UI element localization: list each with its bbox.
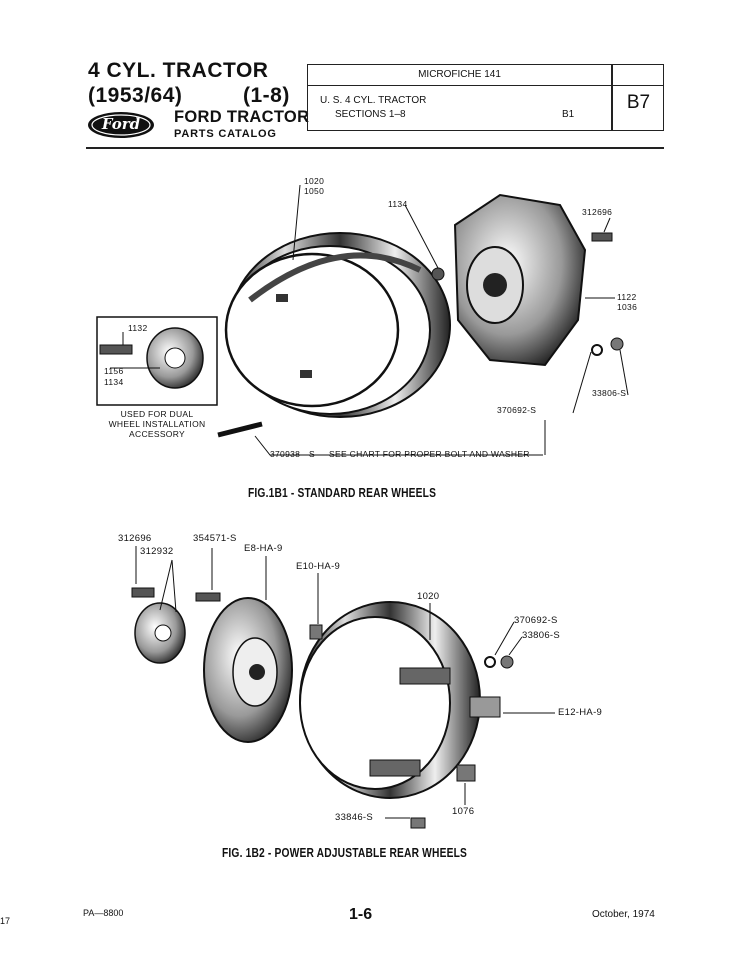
callout-e8-ha-9: E8-HA-9 xyxy=(244,543,283,554)
callout-312696-fig2: 312696 xyxy=(118,533,152,544)
header-info-box: MICROFICHE 141 U. S. 4 CYL. TRACTOR SECT… xyxy=(307,64,664,131)
dual-wheel-inset-box xyxy=(96,316,218,406)
nut-33806-fig2-drawing xyxy=(500,655,514,669)
ford-logo-icon: Ford xyxy=(86,110,156,140)
figure-1-caption: FIG.1B1 - STANDARD REAR WHEELS xyxy=(248,486,437,500)
stud-1132-drawing xyxy=(99,344,133,355)
callout-1036: 1036 xyxy=(617,302,638,312)
inset-note-line-1: USED FOR DUAL xyxy=(120,409,194,419)
adjustable-rim-drawing xyxy=(299,601,481,799)
nut-33806-drawing xyxy=(610,337,624,351)
ford-logo-text: Ford xyxy=(101,115,141,133)
inset-note-line-2: WHEEL INSTALLATION xyxy=(108,419,206,429)
publication-date: October, 1974 xyxy=(592,909,655,920)
callout-370692-s: 370692-S xyxy=(497,405,537,415)
callout-312932: 312932 xyxy=(140,546,174,557)
clamp-e12-drawing xyxy=(469,696,501,718)
nut-1134-drawing xyxy=(431,267,445,281)
standard-rim-drawing xyxy=(224,232,451,418)
hub-drawing xyxy=(134,602,186,664)
callout-370692-s-fig2: 370692-S xyxy=(514,615,558,626)
callout-1132: 1132 xyxy=(128,323,148,333)
bolt-370938-drawing xyxy=(217,421,263,438)
callout-1020: 1020 xyxy=(304,176,325,186)
catalog-title: 4 CYL. TRACTOR xyxy=(88,59,269,82)
catalog-subtitle: PARTS CATALOG xyxy=(174,128,277,140)
callout-1020-fig2: 1020 xyxy=(417,591,440,602)
callout-e10-ha-9: E10-HA-9 xyxy=(296,561,341,572)
document-code: PA—8800 xyxy=(83,908,124,918)
catalog-sections: (1-8) xyxy=(243,84,290,107)
callout-33806-s-fig2: 33806-S xyxy=(522,630,561,641)
bolt-354571-drawing xyxy=(195,592,221,602)
clip-1076-drawing xyxy=(456,764,476,782)
callout-e12-ha-9: E12-HA-9 xyxy=(558,707,603,718)
callout-1122: 1122 xyxy=(617,292,637,302)
page-edge-number: 17 xyxy=(0,916,11,926)
model-line-1: U. S. 4 CYL. TRACTOR xyxy=(320,95,427,106)
header-row-divider xyxy=(308,65,663,86)
wheel-disk-plate-drawing xyxy=(203,597,293,743)
callout-33846-s: 33846-S xyxy=(335,812,374,823)
page-code: B7 xyxy=(626,92,651,113)
callout-1076: 1076 xyxy=(452,806,475,817)
nut-33846-drawing xyxy=(410,817,426,829)
callout-354571-s: 354571-S xyxy=(193,533,237,544)
callout-312696: 312696 xyxy=(582,207,613,217)
wheel-center-disk-drawing xyxy=(453,193,587,367)
grid-reference: B1 xyxy=(562,109,575,120)
callout-33806-s: 33806-S xyxy=(592,388,627,398)
catalog-years: (1953/64) xyxy=(88,84,183,107)
callout-1156: 1156 xyxy=(104,366,124,376)
header-col-divider xyxy=(611,65,613,130)
microfiche-number: MICROFICHE 141 xyxy=(418,69,501,80)
callout-1134: 1134 xyxy=(388,199,408,209)
washer-370692-fig2-drawing xyxy=(484,656,496,668)
inset-note-line-3: ACCESSORY xyxy=(129,429,185,439)
washer-370692-drawing xyxy=(591,344,603,356)
callout-1134-inset: 1134 xyxy=(104,377,124,387)
clamp-e10-drawing xyxy=(309,624,323,640)
page-number: 1-6 xyxy=(349,906,373,923)
callout-370938-s: 370938—S — SEE CHART FOR PROPER BOLT AND… xyxy=(270,449,530,459)
brand-title: FORD TRACTOR xyxy=(174,108,310,126)
bolt-312696-fig2-drawing xyxy=(131,587,155,598)
header-rule xyxy=(86,147,664,149)
model-line-2: SECTIONS 1–8 xyxy=(335,109,406,120)
callout-1050: 1050 xyxy=(304,186,325,196)
bolt-312696-drawing xyxy=(591,232,613,242)
figure-2-caption: FIG. 1B2 - POWER ADJUSTABLE REAR WHEELS xyxy=(222,846,468,860)
